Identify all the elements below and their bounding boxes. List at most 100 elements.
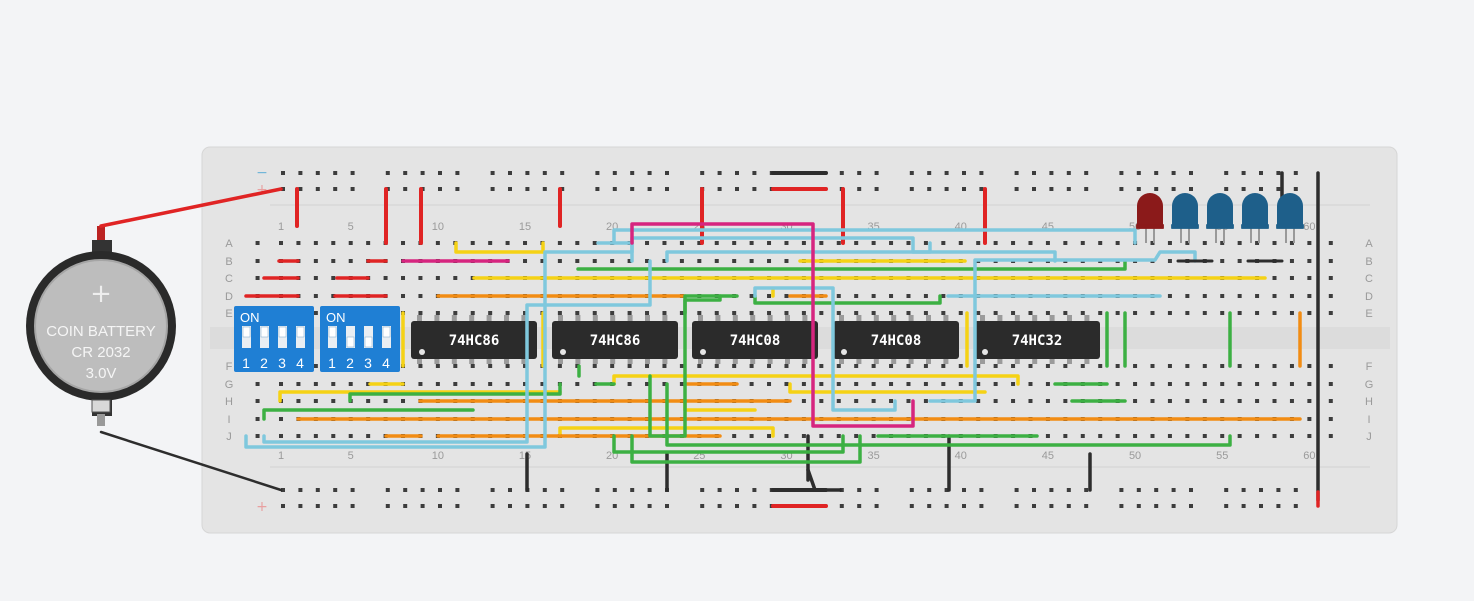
hole [296,382,301,386]
hole [1255,311,1260,315]
hole [958,241,963,245]
led-dome[interactable] [1172,193,1198,228]
battery-label-name: COIN BATTERY [46,323,155,340]
hole [1063,434,1068,438]
led-leg [1188,226,1190,243]
rail-hole [1171,187,1176,191]
hole [505,382,510,386]
hole [279,434,283,438]
leds[interactable] [1136,193,1304,243]
hole [958,364,963,368]
led-blue[interactable] [1171,193,1199,243]
hole [453,364,458,368]
logic-wire[interactable] [262,259,652,444]
row-letter-right: G [1365,379,1374,391]
ic-chip[interactable]: 74HC86 [411,315,537,364]
logic-wire[interactable] [928,250,1197,403]
logic-wire[interactable] [683,294,739,315]
logic-wire[interactable] [576,259,1127,271]
ic-chip[interactable]: 74HC86 [552,315,678,364]
chip-pin [417,315,422,323]
rail-hole [752,187,757,191]
chip-pin [662,356,668,364]
hole [1185,241,1190,245]
hole [1220,294,1225,298]
rail-hole [1241,504,1246,508]
hole [836,364,841,368]
dip-toggle-knob[interactable] [278,326,287,338]
battery-wire-negative[interactable] [99,430,283,492]
dip-toggle-knob[interactable] [296,326,305,338]
logic-wire[interactable] [278,390,562,403]
dip-switch-number: 2 [346,355,354,371]
ic-chip[interactable]: 74HC08 [692,315,818,364]
rail-hole [490,187,495,191]
led-blue[interactable] [1241,193,1269,243]
ic-chip[interactable]: 74HC32 [974,315,1100,364]
ic-chip[interactable]: 74HC08 [833,315,959,364]
hole [1133,382,1138,386]
led-dome[interactable] [1277,193,1303,228]
logic-wire[interactable] [454,241,545,254]
hole [697,364,702,368]
logic-wire[interactable] [262,408,475,421]
dip-toggle-knob[interactable] [260,326,269,338]
logic-wire[interactable] [648,294,722,438]
led-rim [1136,224,1164,229]
logic-wire[interactable] [612,374,1020,386]
led-dome[interactable] [1242,193,1268,228]
chip-pin [926,315,931,323]
dip-toggle-knob[interactable] [382,326,391,338]
row-letter-left: E [225,308,232,320]
led-blue[interactable] [1276,193,1304,243]
dip-toggle-knob[interactable] [328,326,337,338]
chip-pin [662,315,668,323]
led-dome[interactable] [1137,193,1163,228]
battery-wire-positive[interactable] [99,187,283,228]
logic-wire[interactable] [612,228,1137,245]
rail-hole [315,187,320,191]
led-leg [1250,226,1252,243]
logic-wire[interactable] [348,382,562,403]
hole [418,294,423,298]
hole [1272,276,1277,280]
hole [784,382,789,386]
chip-pin [558,356,563,364]
hole [819,382,824,386]
hole [993,241,998,245]
led-dome[interactable] [1207,193,1233,228]
hole [1307,276,1312,280]
logic-wire[interactable] [665,250,1057,263]
rail-hole [874,504,879,508]
ground-jumper[interactable] [806,468,842,492]
rail-hole [298,171,303,175]
dip-toggle-knob[interactable] [346,336,355,348]
hole [255,241,260,245]
logic-wire[interactable] [630,434,862,464]
logic-wire[interactable] [788,382,987,394]
hole [1202,364,1207,368]
dip-toggle-knob[interactable] [364,336,373,348]
logic-wire[interactable] [753,286,897,412]
logic-wire[interactable] [753,294,942,305]
led-blue[interactable] [1206,193,1234,243]
hole [401,241,406,245]
hole [749,294,754,298]
dip-toggle-knob[interactable] [242,326,251,338]
logic-wire[interactable] [665,382,1232,447]
hole [627,259,632,263]
hole [255,399,260,403]
chip-pin [750,315,756,323]
rail-hole [717,187,722,191]
wires[interactable] [99,171,1320,508]
chip-pin [698,356,703,364]
led-red[interactable] [1136,193,1164,243]
hole [732,311,737,315]
rail-hole [438,187,442,191]
logic-wire[interactable] [630,222,915,428]
hole [1328,434,1333,438]
